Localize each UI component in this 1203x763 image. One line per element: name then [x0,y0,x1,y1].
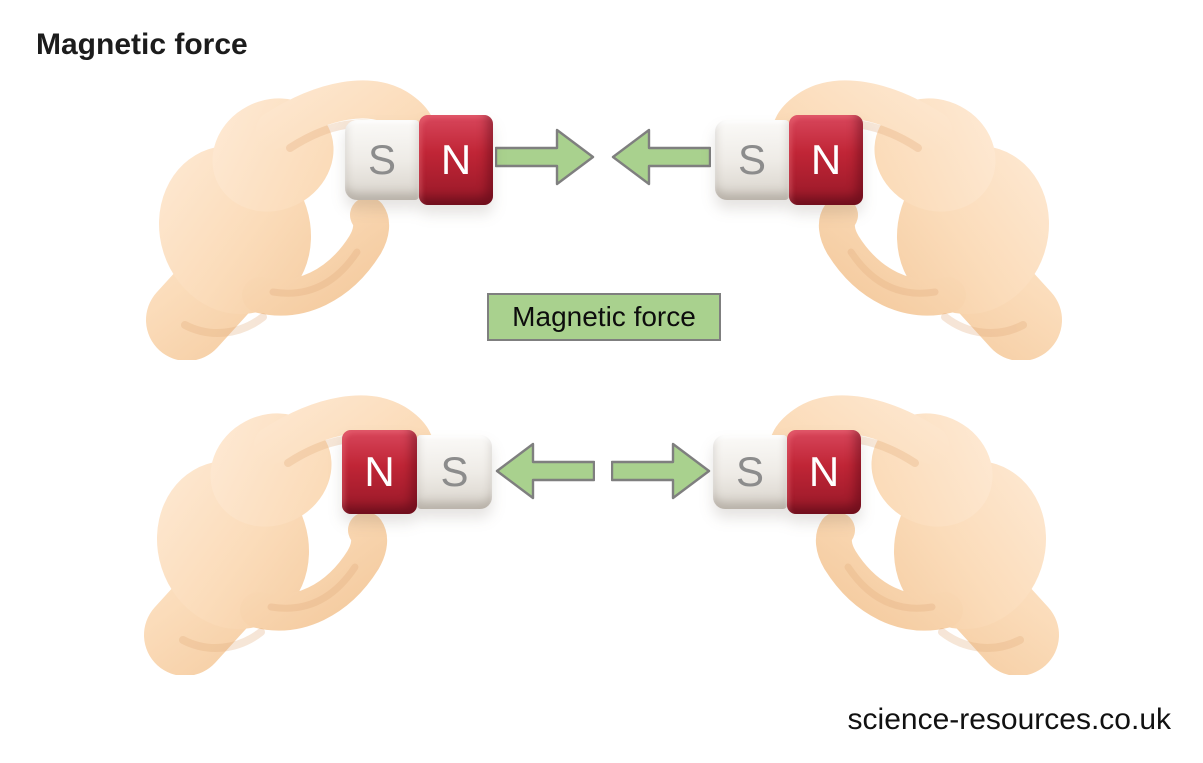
arrow-right-icon [495,128,595,186]
thumb [242,197,390,316]
pole-letter: N [810,136,842,183]
thumb [818,197,966,316]
magnetic-force-label: Magnetic force [487,293,721,341]
pole-letter: S [367,136,396,183]
magnet-top-right: S N [715,115,863,205]
hand-top-right [773,70,1083,360]
arrow-left-icon [495,442,595,500]
pole-north: N [342,430,417,514]
arrow-right-icon [611,442,711,500]
magnet-bottom-right: S N [713,430,861,514]
pole-letter: S [737,136,766,183]
pole-north: N [419,115,493,205]
pole-letter: S [735,448,764,495]
hand-icon [144,395,433,675]
pole-south: S [713,435,787,509]
thumb [240,512,388,631]
hand-icon [770,395,1059,675]
magnet-bottom-left: N S [342,430,492,514]
pole-letter: S [440,448,469,495]
watermark: science-resources.co.uk [847,703,1171,736]
hand-icon [773,80,1062,360]
page-title: Magnetic force [36,28,248,61]
hand-top-left [125,70,435,360]
pole-letter: N [440,136,472,183]
pole-north: N [789,115,863,205]
hand-icon [146,80,435,360]
pole-south: S [417,435,492,509]
pole-south: S [345,120,419,200]
pole-south: S [715,120,789,200]
hand-bottom-left [123,385,433,675]
hand-bottom-right [770,385,1080,675]
pole-north: N [787,430,861,514]
pole-letter: N [364,448,395,495]
arrow-left-icon [611,128,711,186]
magnet-top-left: S N [345,115,493,205]
thumb [815,512,963,631]
pole-letter: N [808,448,840,495]
